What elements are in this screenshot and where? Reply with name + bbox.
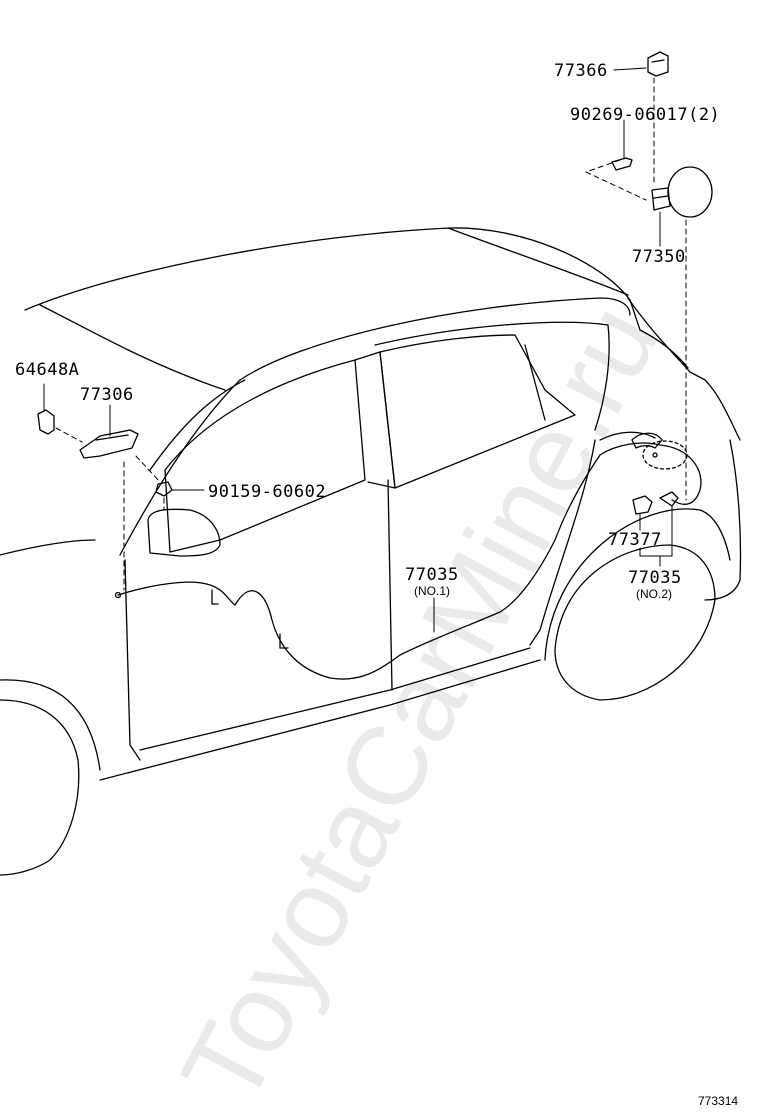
cable-77035-no1 <box>117 454 601 680</box>
rear-window <box>379 334 576 489</box>
fuel-opener-lever <box>631 432 663 449</box>
part-90269-clip <box>611 157 633 171</box>
part-90159-screw <box>155 481 173 497</box>
label-77035-no1-sub: (NO.1) <box>414 584 450 598</box>
part-77035-no2-end <box>659 491 679 507</box>
label-77350: 77350 <box>632 247 686 267</box>
label-64648a: 64648A <box>15 360 80 380</box>
part-77377-shape <box>632 495 653 515</box>
a-pillar <box>119 297 631 556</box>
roof-inner-line <box>39 304 226 391</box>
label-90159-60602: 90159-60602 <box>208 482 327 502</box>
rear-wheel <box>554 544 716 701</box>
rear-door-rear-edge <box>529 439 596 646</box>
label-90269-06017: 90269-06017(2) <box>570 105 721 125</box>
fuel-lid <box>667 166 713 218</box>
side-sill-lower <box>99 659 541 781</box>
label-77377: 77377 <box>608 530 662 550</box>
figure-number: 773314 <box>698 1094 739 1108</box>
cable-clip-2 <box>279 633 289 649</box>
front-body-line <box>0 539 96 556</box>
front-wheel <box>0 699 80 876</box>
cable-clip-1 <box>211 589 219 605</box>
part-77366-shape <box>647 51 669 77</box>
rear-quarter-upper <box>639 329 689 369</box>
label-77306: 77306 <box>80 385 134 405</box>
fuel-lid-hinge <box>651 187 671 211</box>
label-77035-no2: 77035 <box>628 568 682 588</box>
label-77035-no2-sub: (NO.2) <box>636 587 672 601</box>
roof-rear-line <box>447 227 629 296</box>
front-door-edge <box>124 559 141 761</box>
side-sill-upper <box>139 647 531 751</box>
front-wheel-arch <box>0 679 101 771</box>
label-77366: 77366 <box>554 61 608 81</box>
front-window <box>164 359 366 553</box>
part-64648a-shape <box>37 409 55 435</box>
front-door-rear-edge <box>387 479 393 691</box>
b-pillar <box>354 351 396 489</box>
roof-outline <box>24 227 641 331</box>
side-mirror <box>147 508 221 557</box>
rear-bumper <box>704 439 742 601</box>
a-pillar-inner <box>149 379 246 471</box>
fuel-door-outline <box>599 431 656 441</box>
rear-window-divider <box>524 344 546 421</box>
leader-lines <box>43 67 687 633</box>
cable-77035-no2 <box>599 442 702 505</box>
rear-spoiler <box>627 297 741 441</box>
cable-end <box>114 591 122 599</box>
rear-door-outer <box>374 321 610 431</box>
rear-wheel-arch <box>544 508 731 661</box>
label-77035-no1: 77035 <box>405 565 459 585</box>
part-77306-lever <box>79 429 139 459</box>
opener-end <box>652 452 658 458</box>
